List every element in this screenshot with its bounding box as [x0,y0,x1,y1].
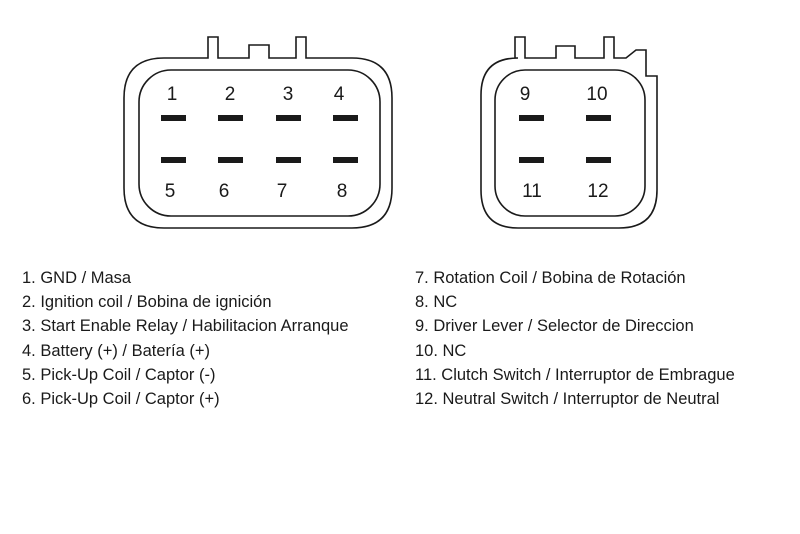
connector-left-outer-shell [123,36,393,229]
connector-left [123,36,393,229]
pin-slot-10 [586,115,611,121]
pin-number-7: 7 [277,181,288,202]
connector-left-inner-shell [138,69,381,217]
pin-number-5: 5 [165,181,176,202]
pin-slot-12 [586,157,611,163]
pin-legend-left: 1. GND / Masa 2. Ignition coil / Bobina … [22,266,349,411]
pin-number-4: 4 [334,84,345,105]
pin-number-11: 11 [522,181,542,202]
pin-legend-right: 7. Rotation Coil / Bobina de Rotación 8.… [415,266,735,411]
pin-number-3: 3 [283,84,294,105]
pin-number-9: 9 [520,84,531,105]
legend-item-11: 11. Clutch Switch / Interruptor de Embra… [415,365,735,384]
pin-slot-2 [218,115,243,121]
legend-item-2: 2. Ignition coil / Bobina de ignición [22,293,272,312]
pin-slot-6 [218,157,243,163]
pin-slot-8 [333,157,358,163]
legend-item-7: 7. Rotation Coil / Bobina de Rotación [415,269,686,287]
connector-right [480,36,658,229]
pin-number-10: 10 [586,84,607,105]
pin-number-12: 12 [587,181,608,202]
legend-item-3: 3. Start Enable Relay / Habilitacion Arr… [22,317,349,336]
pin-slot-3 [276,115,301,121]
legend-item-10: 10. NC [415,341,467,360]
pin-slot-1 [161,115,186,121]
pin-slot-4 [333,115,358,121]
legend-item-1: 1. GND / Masa [22,269,132,287]
legend-item-6: 6. Pick-Up Coil / Captor (+) [22,389,220,408]
pin-slot-11 [519,157,544,163]
pin-number-8: 8 [337,181,348,202]
pin-number-2: 2 [225,84,236,105]
pin-number-1: 1 [167,84,178,105]
connector-right-inner-shell [494,69,646,217]
legend-item-4: 4. Battery (+) / Batería (+) [22,341,210,360]
legend-item-9: 9. Driver Lever / Selector de Direccion [415,317,694,336]
pin-number-6: 6 [219,181,230,202]
pin-slot-9 [519,115,544,121]
legend-item-8: 8. NC [415,293,458,312]
pin-slot-7 [276,157,301,163]
connector-right-outer-shell [480,36,658,229]
pin-slot-5 [161,157,186,163]
legend-item-5: 5. Pick-Up Coil / Captor (-) [22,365,216,384]
legend-item-12: 12. Neutral Switch / Interruptor de Neut… [415,389,720,408]
